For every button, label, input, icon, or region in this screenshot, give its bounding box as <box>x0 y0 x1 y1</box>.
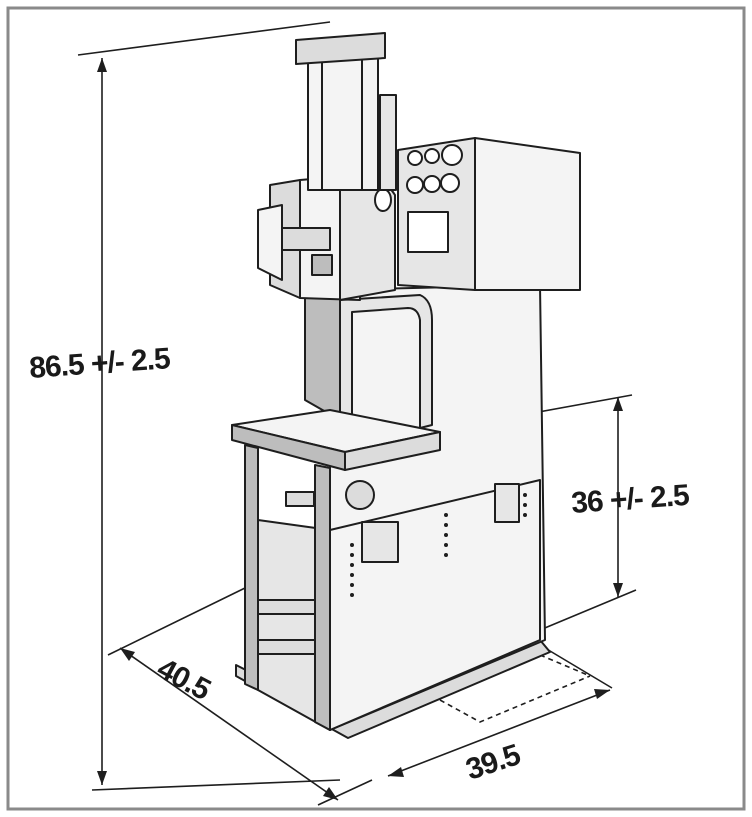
label-table-height: 36 +/- 2.5 <box>570 479 690 520</box>
head-bolt <box>374 188 392 212</box>
label-total-height: 86.5 +/- 2.5 <box>28 342 171 385</box>
arrow-width-right <box>594 689 610 699</box>
control-box-side <box>474 137 581 291</box>
front-right-leg <box>314 464 331 731</box>
work-table-side <box>344 431 441 471</box>
depth-right-extension <box>317 779 373 806</box>
cylinder-top-cap <box>295 32 386 65</box>
cylinder-side-pipe <box>379 94 397 191</box>
arrow-depth-right <box>323 787 338 800</box>
table-height-bottom-extension <box>539 589 637 631</box>
width-right-extension <box>544 647 613 689</box>
ram-block <box>311 254 333 276</box>
front-left-leg <box>244 444 259 691</box>
arrow-depth-left <box>120 648 135 661</box>
arrow-width-left <box>388 767 404 777</box>
control-knob-2 <box>423 175 441 193</box>
arrow-table-bottom <box>613 583 623 597</box>
footprint-dashed-edge <box>539 654 591 677</box>
leg-crossbar-upper <box>257 599 316 615</box>
panel-holes <box>350 493 527 597</box>
width-dimension-line <box>387 689 611 777</box>
display-screen <box>407 211 449 253</box>
indicator-light-3 <box>441 144 463 166</box>
leg-crossbar-lower <box>257 639 316 655</box>
indicator-light-1 <box>407 150 423 166</box>
depth-dimension-line <box>119 647 339 801</box>
frame-border <box>6 6 746 811</box>
control-knob-3 <box>440 173 460 193</box>
arrow-table-top <box>613 397 623 411</box>
footprint-dashed-outline <box>439 675 591 723</box>
height-top-extension <box>77 21 331 56</box>
label-depth: 40.5 <box>152 652 216 707</box>
bracket-center <box>361 521 399 563</box>
arrow-height-top <box>97 58 107 72</box>
head-left-cheek <box>257 204 283 281</box>
press-machine <box>231 32 581 739</box>
handwheel <box>345 480 375 510</box>
indicator-light-2 <box>424 148 440 164</box>
control-knob-1 <box>406 176 424 194</box>
column-throat <box>304 294 341 421</box>
arrow-height-bottom <box>97 771 107 785</box>
bracket-right <box>494 483 520 523</box>
depth-left-extension <box>107 587 246 656</box>
dimension-arrowheads <box>97 58 623 800</box>
label-width: 39.5 <box>462 738 524 786</box>
bracket-left <box>285 491 315 507</box>
height-bottom-extension <box>91 779 341 791</box>
ram-guide-block <box>281 227 331 251</box>
hydraulic-cylinder <box>307 49 379 191</box>
